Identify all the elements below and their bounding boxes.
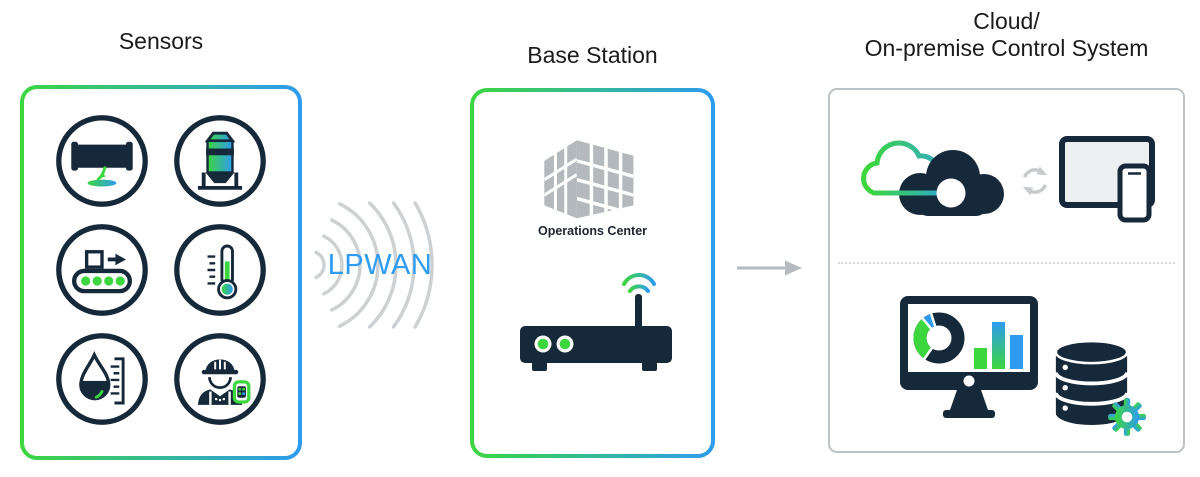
operations-center-label: Operations Center [537, 224, 648, 238]
gear-icon [1108, 398, 1146, 436]
tablet-and-phone-icon [1059, 136, 1155, 223]
database-icon [1053, 339, 1130, 426]
sensor-icon-grid [24, 89, 298, 456]
liquid-level-sensor-icon [56, 333, 148, 425]
right-arrow-icon [737, 260, 802, 276]
pipe-leak-sensor-icon [56, 115, 148, 207]
donut-chart-icon [913, 311, 965, 364]
sync-icon [1022, 166, 1048, 196]
cloud-title: Cloud/ On-premise Control System [828, 8, 1185, 62]
base-station-panel-body: Operations Center [474, 92, 711, 454]
sensors-title: Sensors [118, 28, 204, 54]
conveyor-sensor-icon [56, 224, 148, 316]
base-station-panel: Operations Center [470, 88, 715, 458]
bar-chart-icon [974, 322, 1023, 369]
cloud-sync-icon [861, 140, 1004, 216]
lpwan-radio-waves-icon [314, 201, 434, 329]
worker-wearable-sensor-icon [174, 333, 266, 425]
monitor-dashboard-icon [900, 296, 1038, 418]
panel-divider [838, 262, 1175, 264]
operations-center-building-icon [544, 140, 634, 219]
cloud-panel [828, 88, 1185, 453]
sensors-panel-body [24, 89, 298, 456]
cloud-title-line1: Cloud/ [973, 8, 1040, 34]
cloud-title-line2: On-premise Control System [864, 35, 1149, 61]
thermometer-sensor-icon [174, 224, 266, 316]
lpwan-gateway-router-icon [520, 273, 672, 371]
lpwan-label: LPWAN [327, 249, 433, 281]
sensors-panel [20, 85, 302, 460]
gradient-cloud-outline-icon [861, 140, 941, 196]
base-station-title: Base Station [527, 42, 658, 68]
silo-level-sensor-icon [174, 115, 266, 207]
